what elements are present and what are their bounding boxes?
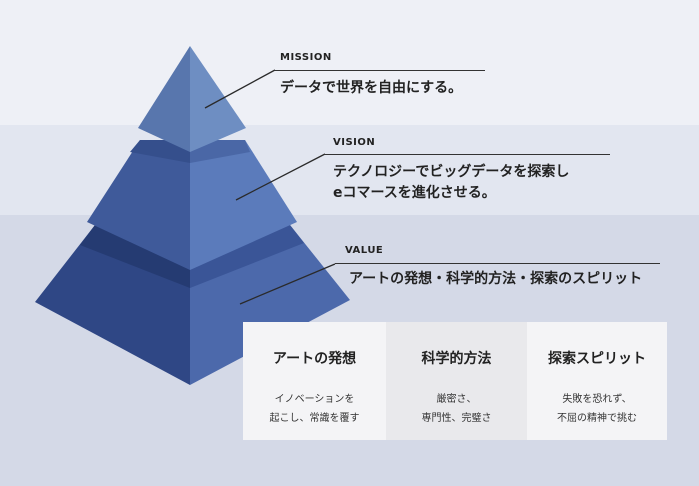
value-leader-line xyxy=(239,263,336,305)
value-card-description-line: 専門性、完璧さ xyxy=(421,413,492,424)
pyramid-tier-vision-band-right xyxy=(190,140,250,163)
value-label: VALUE xyxy=(345,245,384,256)
mission-label: MISSION xyxy=(280,52,332,63)
value-card-description: 厳密さ、 専門性、完璧さ xyxy=(422,390,492,428)
mission-statement: データで世界を自由にする。 xyxy=(280,80,463,96)
vision-statement-line-1: テクノロジーでビッグデータを探索し xyxy=(333,164,570,180)
pyramid-tier-vision-left xyxy=(87,140,190,270)
value-card-description-line: 厳密さ、 xyxy=(436,394,477,405)
vision-rule xyxy=(325,154,610,155)
value-rule xyxy=(335,263,660,264)
value-card-title: 探索スピリット xyxy=(548,351,646,367)
pyramid-tier-vision-right xyxy=(190,140,297,270)
value-statement: アートの発想・科学的方法・探索のスピリット xyxy=(349,271,643,287)
mission-rule xyxy=(275,70,485,71)
value-card-art: アートの発想 イノベーションを 起こし、常識を覆す xyxy=(243,322,386,440)
vision-label: VISION xyxy=(333,137,376,148)
mission-leader-line xyxy=(204,69,276,109)
background-band-mission xyxy=(0,0,699,125)
value-card-exploration: 探索スピリット 失敗を恐れず、 不屈の精神で挑む xyxy=(527,322,667,440)
value-card-description-line: 不屈の精神で挑む xyxy=(557,413,637,424)
value-card-description-line: 失敗を恐れず、 xyxy=(562,394,632,405)
value-card-description: イノベーションを 起こし、常識を覆す xyxy=(270,390,360,428)
value-card-description-line: イノベーションを xyxy=(274,394,355,405)
value-card-description: 失敗を恐れず、 不屈の精神で挑む xyxy=(557,390,637,428)
pyramid-tier-mission-right xyxy=(190,46,246,152)
pyramid-tier-vision-band-left xyxy=(130,140,190,163)
value-card-science: 科学的方法 厳密さ、 専門性、完璧さ xyxy=(386,322,527,440)
value-card-description-line: 起こし、常識を覆す xyxy=(269,413,360,424)
pyramid-tier-mission-left xyxy=(138,46,190,152)
vision-leader-line xyxy=(235,153,326,201)
vision-statement-line-2: eコマースを進化させる。 xyxy=(333,185,496,201)
value-card-title: アートの発想 xyxy=(272,351,357,367)
value-card-title: 科学的方法 xyxy=(421,351,492,367)
